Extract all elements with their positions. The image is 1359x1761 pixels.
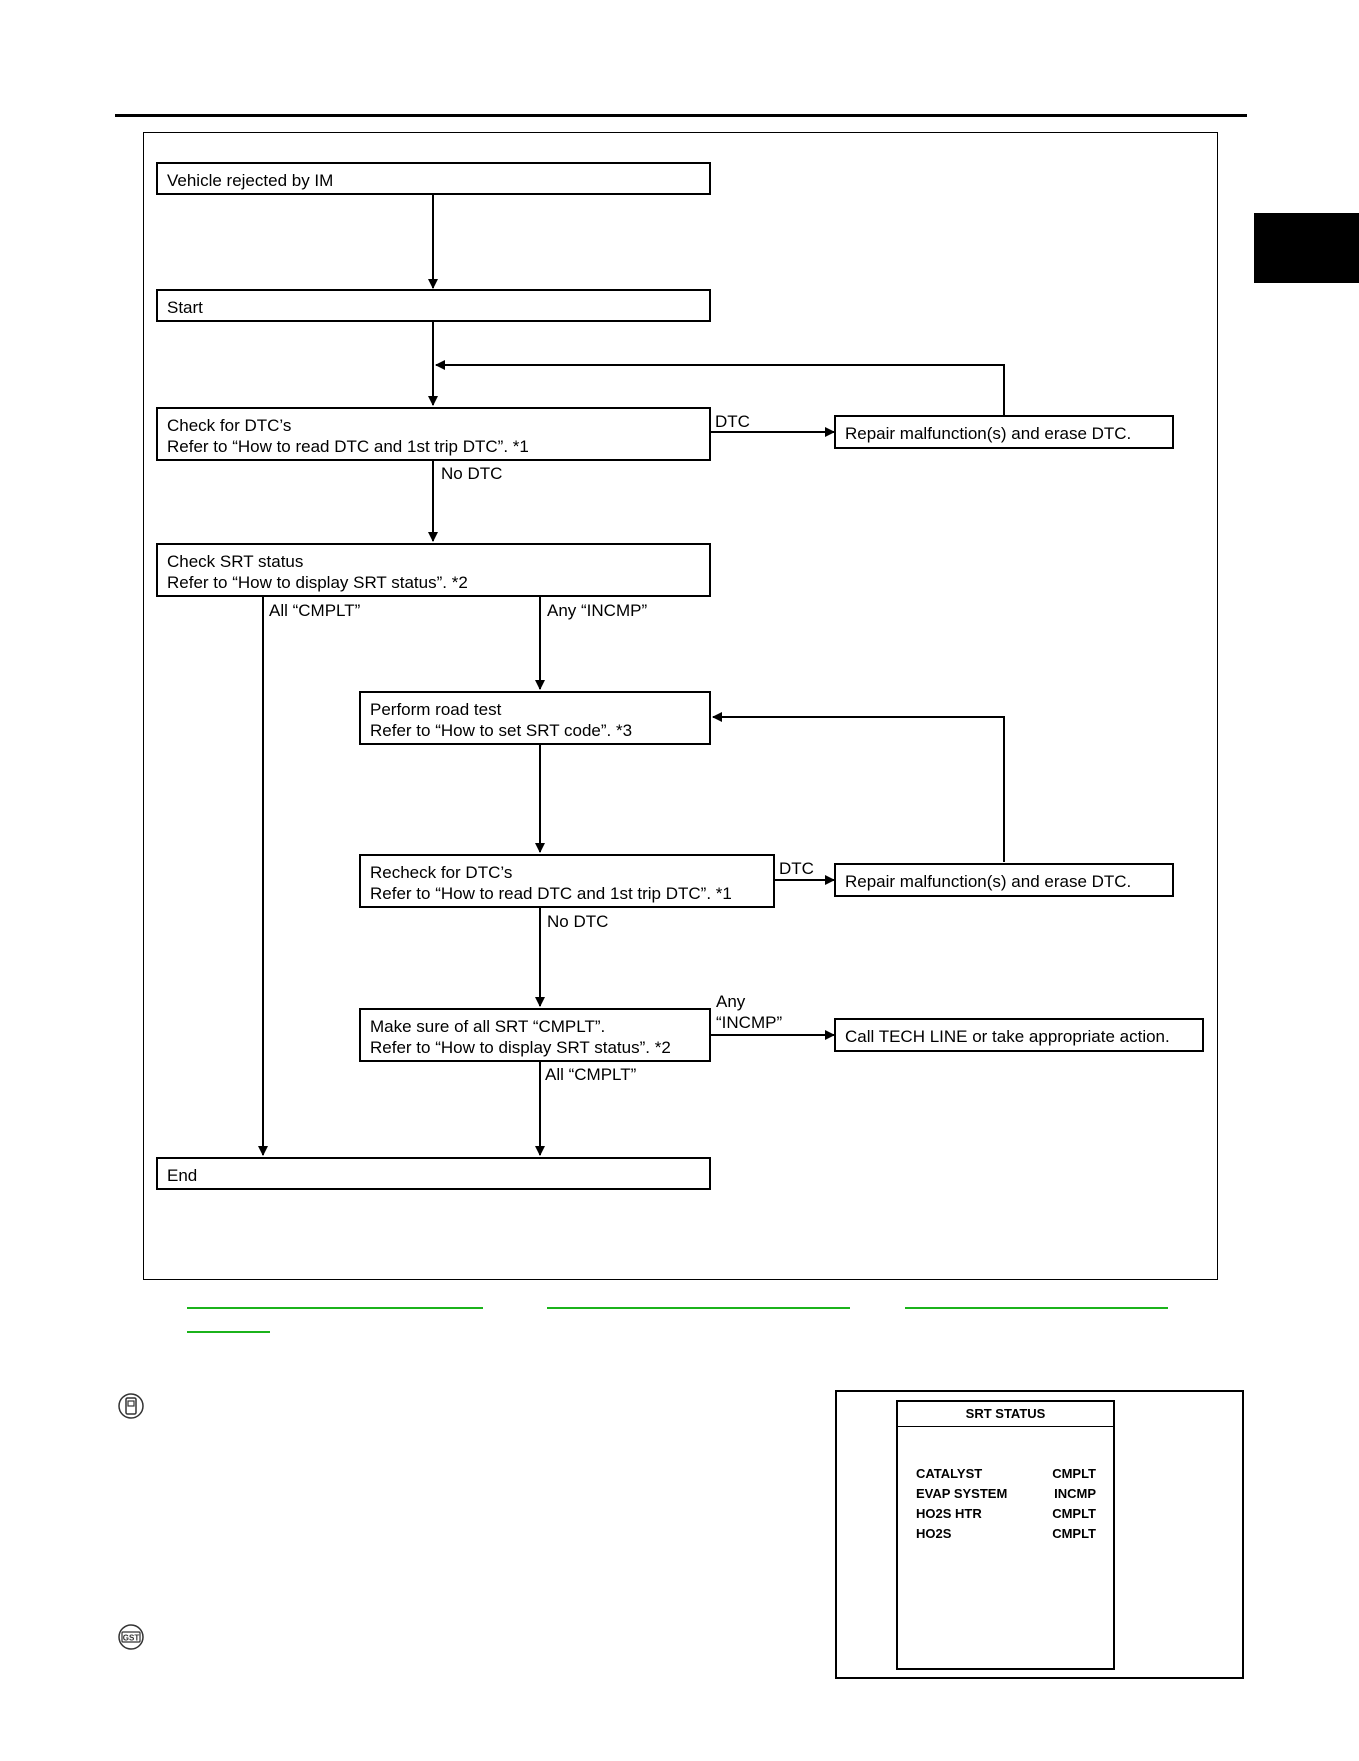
- label-dtc-1: DTC: [715, 412, 750, 431]
- box-make-sure-srt: Make sure of all SRT “CMPLT”. Refer to “…: [359, 1008, 711, 1062]
- box-repair-1: Repair malfunction(s) and erase DTC.: [834, 415, 1174, 449]
- box-check-dtc: Check for DTC’s Refer to “How to read DT…: [156, 407, 711, 461]
- flowchart-frame: [143, 132, 1218, 1280]
- loop-repair2-return: [712, 712, 1005, 862]
- box-end: End: [156, 1157, 711, 1190]
- hyperlink-1[interactable]: [187, 1307, 483, 1309]
- label-no-dtc-1: No DTC: [441, 464, 503, 483]
- label-all-cmplt-2: All “CMPLT”: [545, 1065, 637, 1084]
- consult-tool-icon: [118, 1393, 144, 1419]
- label-dtc-2: DTC: [779, 859, 814, 878]
- hyperlink-3[interactable]: [905, 1307, 1168, 1309]
- svg-text:GST: GST: [123, 1634, 140, 1643]
- hyperlink-2[interactable]: [547, 1307, 850, 1309]
- box-recheck-dtc: Recheck for DTC’s Refer to “How to read …: [359, 854, 775, 908]
- box-repair-2: Repair malfunction(s) and erase DTC.: [834, 863, 1174, 897]
- loop-repair1-return: [435, 360, 1005, 415]
- label-any-incmp-1: Any “INCMP”: [547, 601, 648, 620]
- label-no-dtc-2: No DTC: [547, 912, 609, 931]
- box-check-srt: Check SRT status Refer to “How to displa…: [156, 543, 711, 597]
- hyperlink-3-cont[interactable]: [187, 1331, 270, 1333]
- gst-tool-icon: GST: [118, 1624, 144, 1650]
- label-all-cmplt-1: All “CMPLT”: [269, 601, 361, 620]
- box-start: Start: [156, 289, 711, 322]
- header-rule: [115, 114, 1247, 117]
- section-tab: [1254, 213, 1359, 283]
- srt-figure-frame: [835, 1390, 1244, 1679]
- box-road-test: Perform road test Refer to “How to set S…: [359, 691, 711, 745]
- label-any-incmp-2b: “INCMP”: [716, 1013, 783, 1032]
- srt-status-title: SRT STATUS: [898, 1402, 1113, 1427]
- label-any-incmp-2a: Any: [716, 992, 746, 1011]
- box-tech-line: Call TECH LINE or take appropriate actio…: [834, 1018, 1204, 1052]
- box-vehicle-rejected: Vehicle rejected by IM: [156, 162, 711, 195]
